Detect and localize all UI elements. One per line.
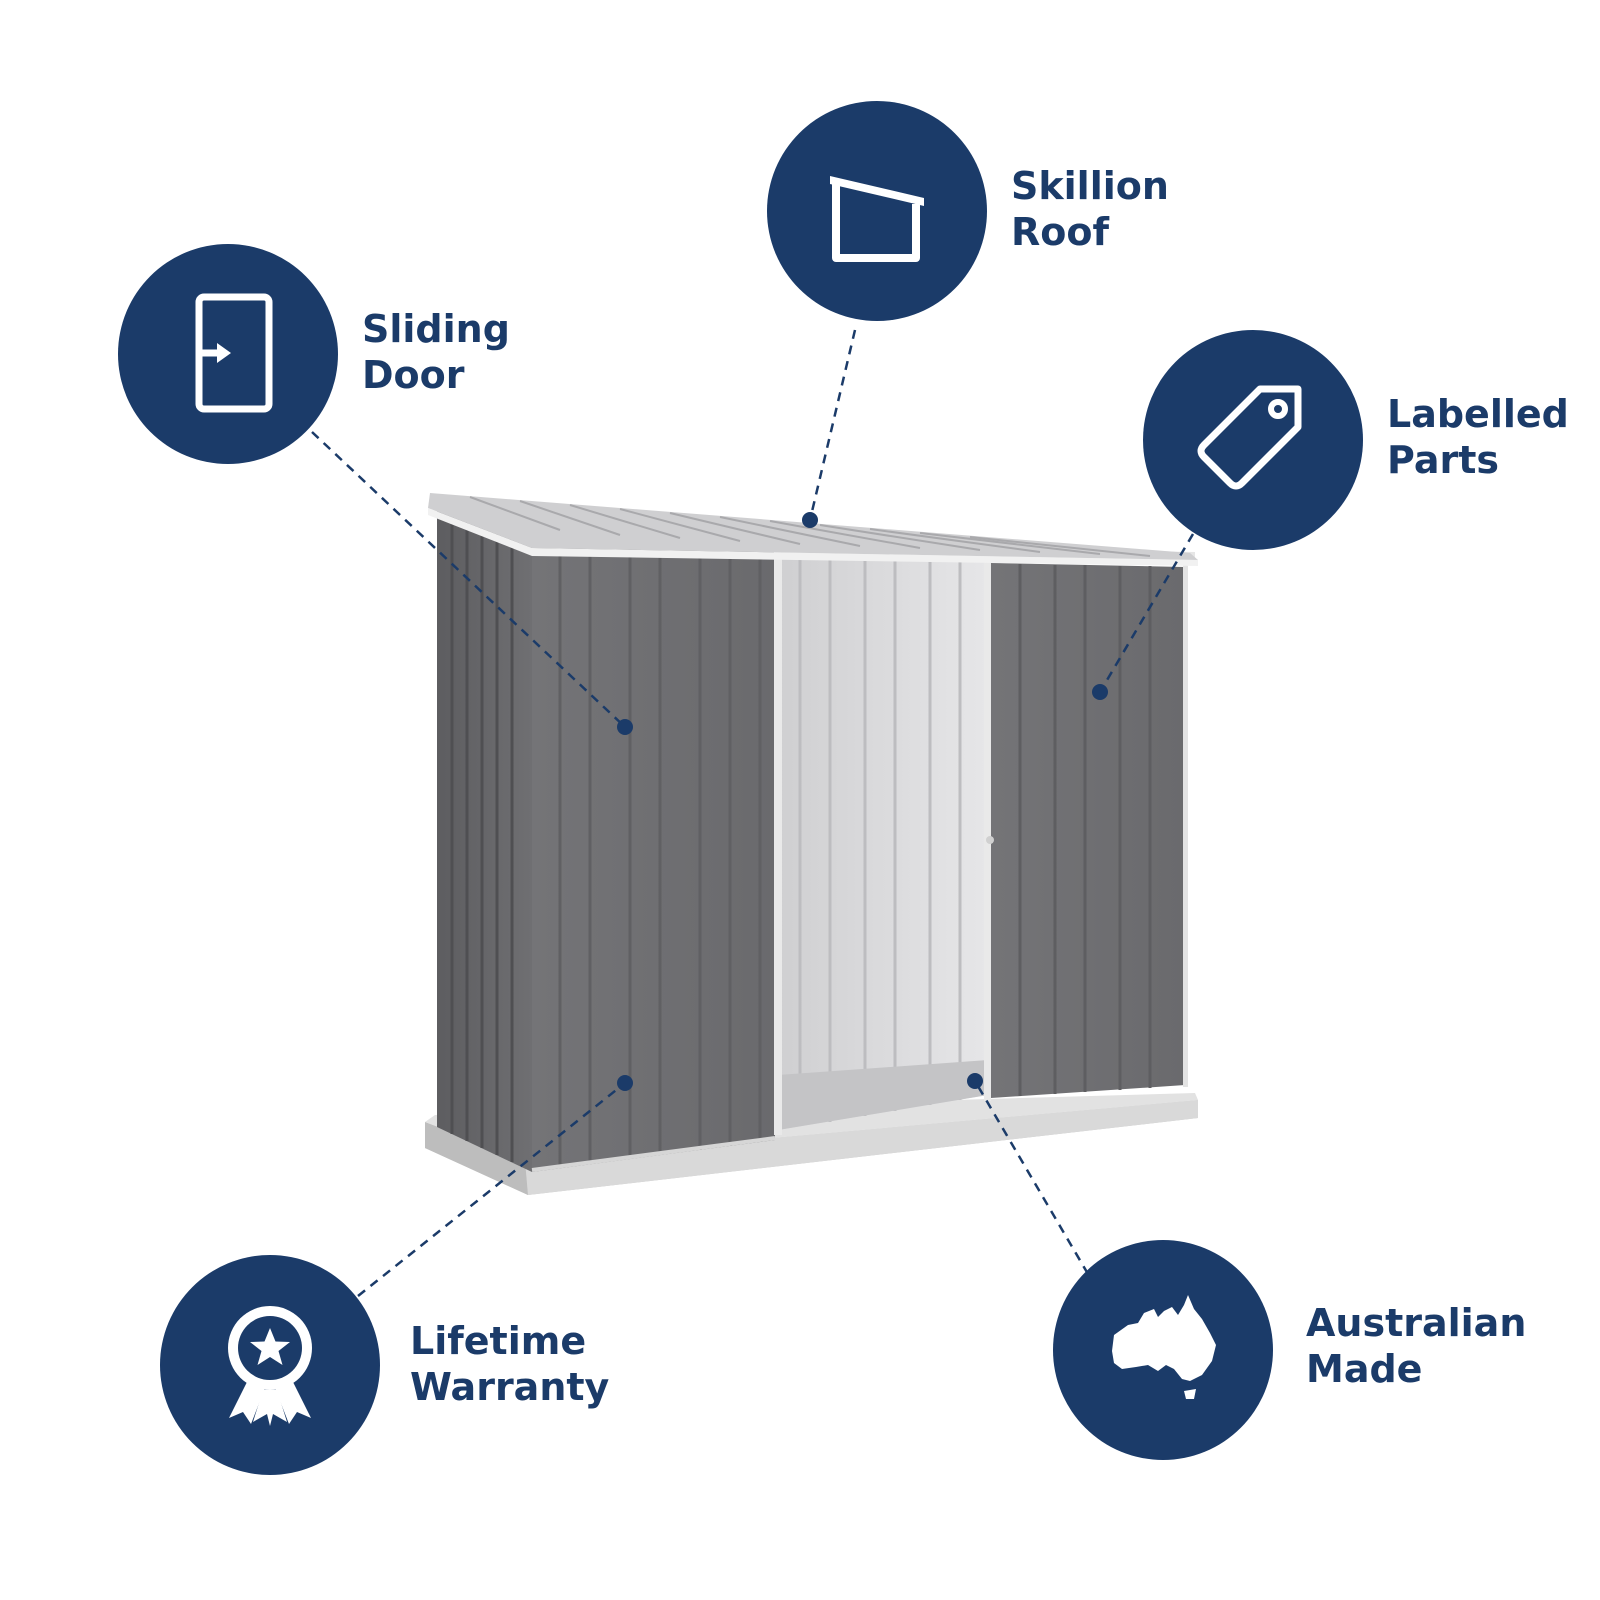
label-sliding-door: Sliding Door bbox=[362, 306, 510, 398]
leader-line-skillion-roof bbox=[808, 329, 857, 521]
label-line-2: Warranty bbox=[410, 1365, 610, 1409]
label-line-2: Parts bbox=[1387, 438, 1499, 482]
label-line-1: Skillion bbox=[1011, 164, 1169, 208]
label-line-1: Australian bbox=[1306, 1301, 1527, 1345]
callout-dot-labelled-parts bbox=[1092, 684, 1108, 700]
leader-line-lifetime-warranty bbox=[357, 1082, 626, 1297]
callout-dot-australian-made bbox=[967, 1073, 983, 1089]
label-line-2: Door bbox=[362, 353, 465, 397]
shed-sliding-door bbox=[986, 563, 1188, 1098]
callout-dots bbox=[617, 512, 1108, 1091]
australia-map-icon bbox=[1112, 1295, 1216, 1399]
badge-skillion-roof bbox=[767, 101, 987, 321]
label-line-1: Lifetime bbox=[410, 1319, 587, 1363]
leader-line-sliding-door bbox=[311, 431, 626, 728]
badge-australian-made bbox=[1053, 1240, 1273, 1460]
badge-labelled-parts bbox=[1143, 330, 1363, 550]
label-skillion-roof: Skillion Roof bbox=[1011, 163, 1169, 255]
leader-line-australian-made bbox=[973, 1080, 1090, 1275]
callout-leader-lines bbox=[311, 329, 1195, 1297]
label-australian-made: Australian Made bbox=[1306, 1300, 1526, 1392]
label-line-2: Made bbox=[1306, 1347, 1423, 1391]
shed-side-wall bbox=[437, 508, 532, 1172]
shed-front-left-panel bbox=[531, 540, 776, 1172]
award-ribbon-icon bbox=[228, 1306, 312, 1426]
skillion-roof-icon bbox=[830, 176, 924, 262]
leader-line-labelled-parts bbox=[1098, 533, 1195, 693]
callout-dot-sliding-door bbox=[617, 719, 633, 735]
label-labelled-parts: Labelled Parts bbox=[1387, 391, 1569, 483]
callout-dot-skillion-roof bbox=[802, 512, 818, 528]
price-tag-icon bbox=[1197, 385, 1302, 490]
label-line-1: Sliding bbox=[362, 307, 510, 351]
label-lifetime-warranty: Lifetime Warranty bbox=[410, 1318, 609, 1410]
sliding-door-icon bbox=[195, 293, 273, 413]
label-line-1: Labelled bbox=[1387, 392, 1569, 436]
badge-sliding-door bbox=[118, 244, 338, 464]
callout-dot-lifetime-warranty bbox=[617, 1075, 633, 1091]
badge-lifetime-warranty bbox=[160, 1255, 380, 1475]
shed-doorway-interior bbox=[774, 550, 991, 1135]
label-line-2: Roof bbox=[1011, 210, 1110, 254]
